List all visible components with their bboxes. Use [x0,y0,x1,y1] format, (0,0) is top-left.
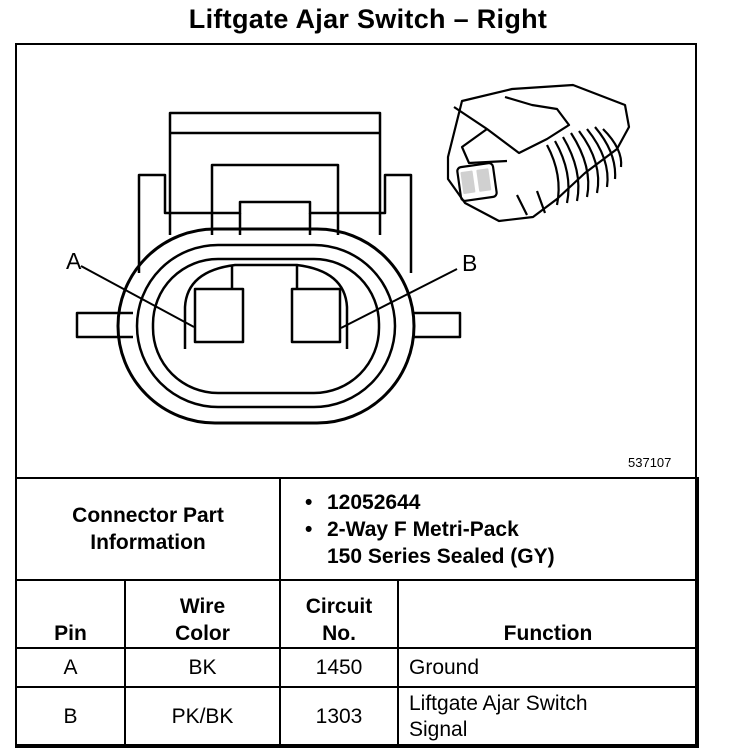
right-tab [412,311,462,339]
header-circuit-no: Circuit No. [279,579,399,649]
left-tab [75,311,133,339]
pin-cell: A [15,647,126,688]
connector-table: Connector Part Information • 12052644 • 2-… [15,477,700,748]
connector-part-row: Connector Part Information • 12052644 • 2-… [15,477,700,581]
bullet-icon: • [305,490,313,514]
header-function: Function [396,579,700,649]
circuit-cell: 1450 [279,647,399,688]
cavity-guide [183,263,349,349]
connector-part-label-line1: Connector Part [72,504,224,527]
connector-seal [151,257,381,395]
terminal-cavity-a [193,287,245,344]
function-cell: Ground [396,647,700,688]
connector-description-line1: 2-Way F Metri-Pack [327,517,519,541]
function-cell: Liftgate Ajar Switch Signal [396,686,700,748]
pin-label-a: A [66,248,82,274]
wire-color-cell: BK [124,647,281,688]
table-row: A BK 1450 Ground [15,647,700,688]
pin-cell: B [15,686,126,748]
part-number: 12052644 [327,490,421,514]
connector-isometric-view [446,83,631,223]
header-wire-color: Wire Color [124,579,281,649]
connector-outer-shell [116,227,416,425]
connector-part-label: Connector Part Information [15,477,281,581]
connector-part-details: • 12052644 • 2-Way F Metri-Pack 150 Series… [278,477,700,581]
leader-line-b [340,268,458,329]
figure-number: 537107 [628,455,672,470]
table-header-row: Pin Wire Color Circuit No. Function [15,579,700,649]
bullet-icon: • [305,517,313,541]
connector-inner-shell [135,243,397,409]
table-row: B PK/BK 1303 Liftgate Ajar Switch Signal [15,686,700,748]
leader-line-a [80,265,195,328]
connector-part-label-line2: Information [90,531,206,554]
page-title: Liftgate Ajar Switch – Right [188,4,548,34]
connector-diagram [75,83,631,425]
terminal-cavity-b [290,287,342,344]
header-pin: Pin [15,579,126,649]
pin-label-b: B [462,250,478,276]
connector-description-line2: 150 Series Sealed (GY) [327,544,555,568]
wire-color-cell: PK/BK [124,686,281,748]
circuit-cell: 1303 [279,686,399,748]
connector-latch [137,111,413,273]
